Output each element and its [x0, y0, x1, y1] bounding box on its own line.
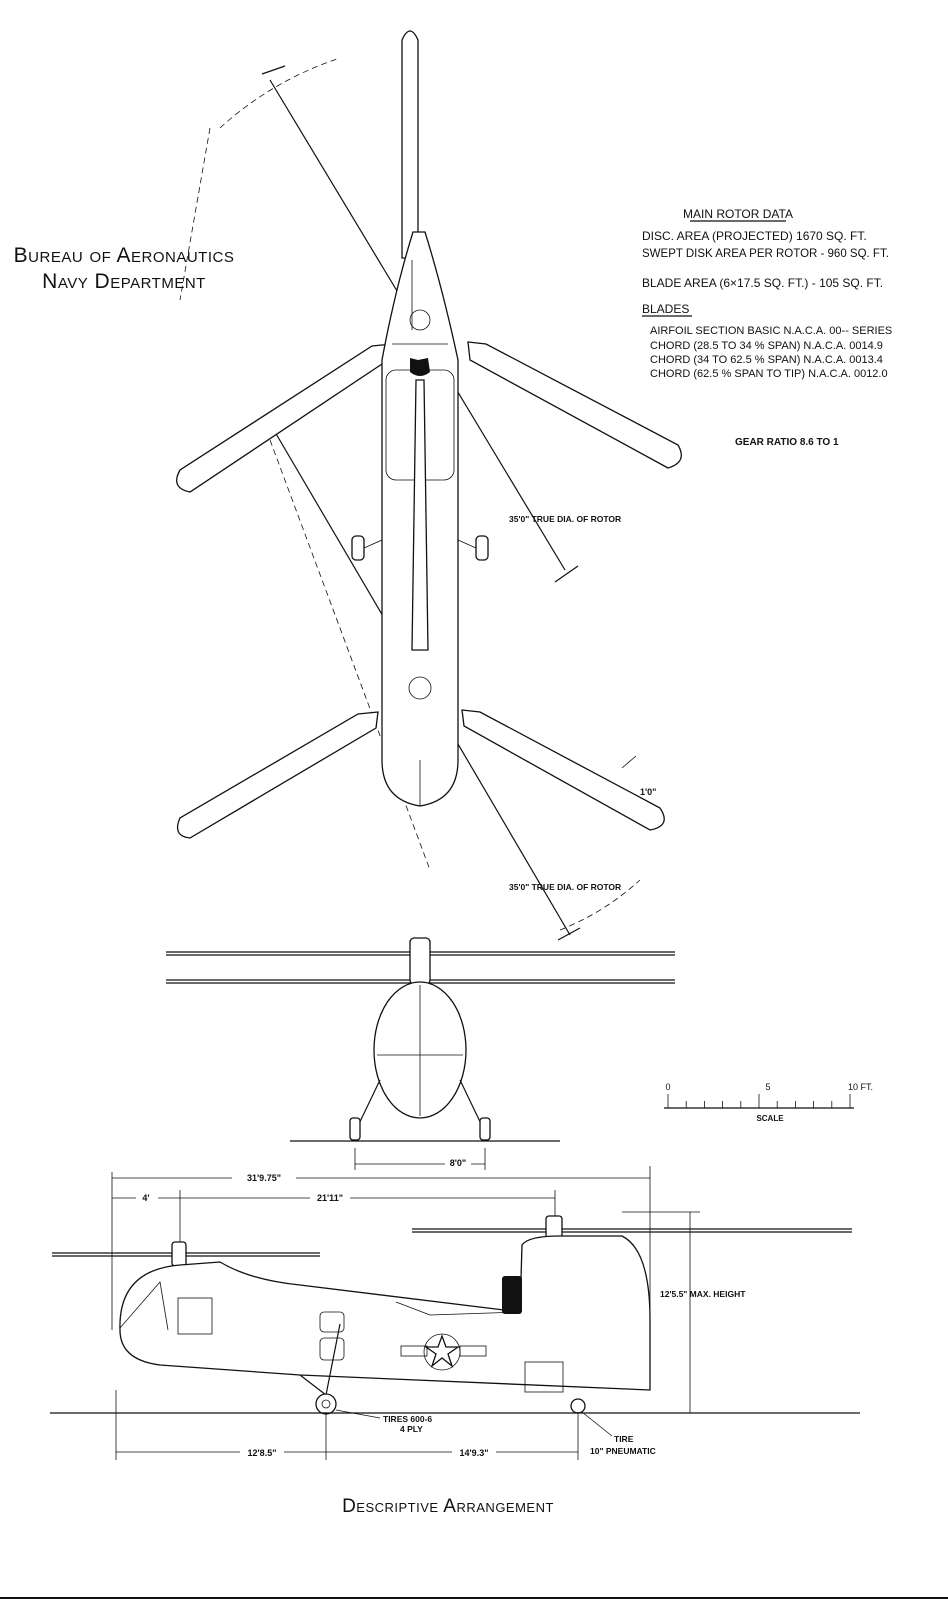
swept-area-line: SWEPT DISK AREA PER ROTOR - 960 SQ. FT. [642, 248, 889, 260]
front-dia-label: 35'0" TRUE DIA. OF ROTOR [509, 514, 621, 524]
main-tire-leader [335, 1409, 381, 1419]
side-cockpit-frame [119, 1281, 169, 1331]
blade-area-line: BLADE AREA (6×17.5 SQ. FT.) - 105 SQ. FT… [642, 276, 883, 290]
main-gear-brace [299, 1374, 327, 1396]
insignia-circle [423, 1333, 461, 1371]
rear-blade-overhead [411, 379, 429, 651]
scale-tick-10-label: 10 FT. [848, 1082, 873, 1092]
front-hub [409, 309, 431, 331]
side-exhaust-panel [502, 1276, 522, 1314]
front-dia-tick-b [554, 565, 579, 583]
insignia-bar-left [400, 1345, 428, 1357]
airfoil-line: AIRFOIL SECTION BASIC N.A.C.A. 00-- SERI… [650, 325, 892, 337]
tread-label-bg [445, 1156, 471, 1168]
front-left-wheel [349, 1117, 361, 1141]
front-rotor-blades [176, 30, 682, 493]
front-rotor-arc-left [179, 127, 211, 301]
org-line-1: Bureau of Aeronautics [14, 244, 235, 267]
rear-blade-left [176, 711, 379, 839]
front-view: 8'0" [166, 937, 675, 1170]
nose-dim-bg [136, 1190, 158, 1202]
main-wheel [315, 1393, 337, 1415]
front-blade-left [176, 343, 393, 493]
scale-label: SCALE [756, 1114, 784, 1123]
top-left-strut [363, 539, 383, 549]
blades-title: BLADES [642, 302, 689, 316]
chord-dim-line [621, 755, 637, 769]
drawing-caption: Descriptive Arrangement [342, 1496, 554, 1517]
top-insignia [410, 358, 430, 376]
insignia-star [423, 1334, 461, 1368]
rear-hub [408, 676, 432, 700]
blade-chord-label: 1'0" [640, 787, 656, 797]
tail-tire-label-2: 10" PNEUMATIC [590, 1446, 656, 1456]
tail-tire-label-1: TIRE [614, 1434, 634, 1444]
side-front-hub [171, 1241, 187, 1267]
chord-line-1: CHORD (28.5 TO 34 % SPAN) N.A.C.A. 0014.… [650, 340, 883, 352]
tail-tire-leader [581, 1411, 613, 1437]
front-dia-tick-a [261, 65, 286, 75]
front-blade-up [401, 30, 419, 259]
dim-rear-label: 14'9.3" [460, 1448, 489, 1458]
org-line-2: Navy Department [42, 270, 206, 293]
top-right-wheel [475, 535, 489, 561]
rear-dia-label: 35'0" TRUE DIA. OF ROTOR [509, 882, 621, 892]
overall-length-bg [232, 1170, 296, 1182]
dim-rear-bg [452, 1445, 496, 1457]
tires-ply-label: 4 PLY [400, 1424, 423, 1434]
top-left-wheel [351, 535, 365, 561]
top-right-strut [457, 539, 477, 549]
chord-line-2: CHORD (34 TO 62.5 % SPAN) N.A.C.A. 0013.… [650, 354, 883, 366]
tread-label: 8'0" [450, 1158, 466, 1168]
rotor-spacing-bg [310, 1190, 350, 1202]
dim-front-label: 12'8.5" [248, 1448, 277, 1458]
org-title: Bureau of Aeronautics Navy Department [14, 244, 235, 293]
tires-main-label: TIRES 600-6 [383, 1414, 432, 1424]
scale-ticks [667, 1094, 851, 1108]
dim-front-bg [240, 1445, 284, 1457]
side-window-rear [524, 1361, 564, 1393]
scale-tick-5-label: 5 [765, 1082, 770, 1092]
disc-area-line: DISC. AREA (PROJECTED) 1670 SQ. FT. [642, 229, 867, 243]
front-rotor-arc [219, 57, 341, 129]
front-blade-right [467, 341, 682, 469]
main-gear-strut [325, 1323, 341, 1396]
side-window-door-1 [319, 1311, 345, 1333]
rear-dia-tick-b [557, 927, 581, 941]
overall-length-label: 31'9.75" [247, 1173, 281, 1183]
nose-dim-label: 4' [142, 1193, 149, 1203]
side-fuselage [119, 1235, 651, 1391]
scale-bar: 0 5 10 FT. SCALE [664, 1082, 873, 1123]
rotor-data-title: MAIN ROTOR DATA [683, 207, 793, 221]
gear-ratio: GEAR RATIO 8.6 TO 1 [735, 437, 839, 448]
side-window-door-2 [319, 1337, 345, 1361]
side-cabin-line [395, 1301, 521, 1316]
side-view: 31'9.75" 4' 21'11" [50, 1166, 860, 1460]
chord-line-3: CHORD (62.5 % SPAN TO TIP) N.A.C.A. 0012… [650, 368, 888, 380]
rotor-spacing-label: 21'11" [317, 1193, 343, 1203]
max-height-label: 12'5.5" MAX. HEIGHT [660, 1289, 746, 1299]
side-window-front [177, 1297, 213, 1335]
front-view-hub [409, 937, 431, 985]
rear-blade-right [461, 709, 665, 831]
tail-wheel [570, 1398, 586, 1414]
main-wheel-hub [321, 1399, 331, 1409]
front-right-wheel [479, 1117, 491, 1141]
top-view: 35'0" TRUE DIA. OF ROTOR 35'0" TRUE DIA.… [176, 30, 682, 941]
rotor-data-block: MAIN ROTOR DATA DISC. AREA (PROJECTED) 1… [642, 207, 892, 448]
scale-tick-0-label: 0 [665, 1082, 670, 1092]
